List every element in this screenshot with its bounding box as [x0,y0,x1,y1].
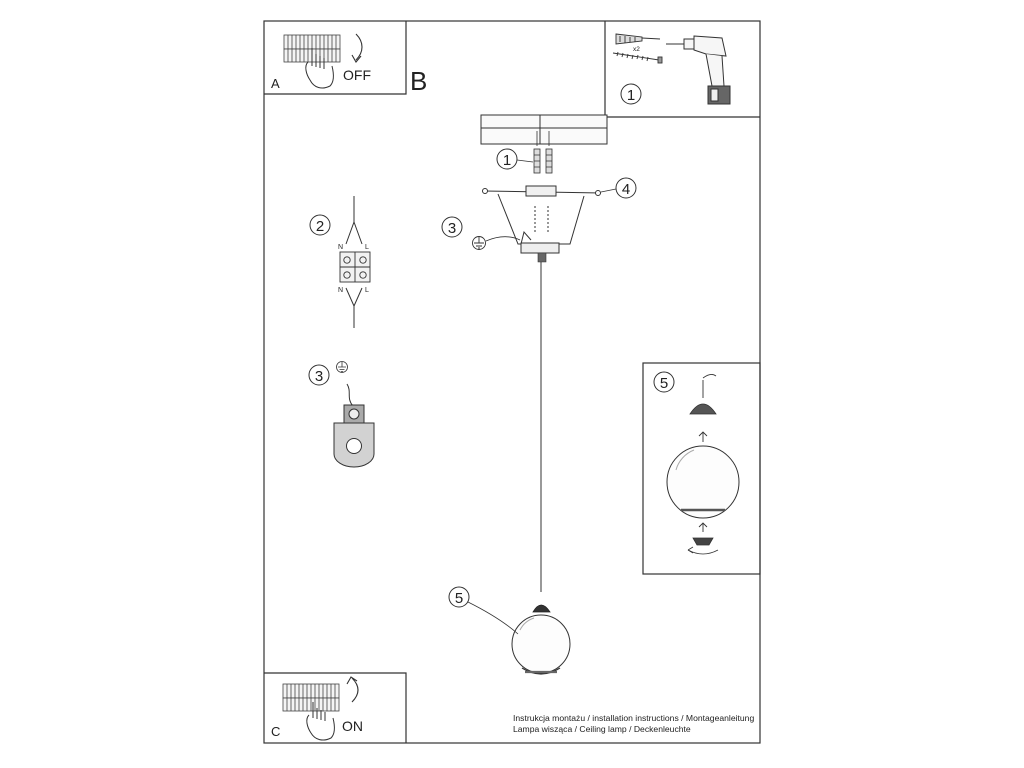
hand-on-icon [306,702,335,741]
panel-tools: x2 1 [612,33,731,105]
up-arrow-lower-icon [698,522,708,532]
cable-end-icon [702,373,717,379]
screw-icon [612,51,663,64]
detail-lampholder [689,403,717,415]
dowel-icon [615,33,661,45]
callout-ground-detail-number: 3 [315,368,323,385]
callout-ground-canopy-number: 3 [448,220,456,237]
frame-lines [263,20,761,744]
ground-symbol-small-icon [336,361,348,373]
wiring-detail: 2 N L N L [309,196,371,328]
arrow-head-up-icon [346,676,358,685]
callout-dowels: 1 [496,148,534,170]
tools-step-number: 1 [627,87,635,104]
caption-line-2: Lampa wisząca / Ceiling lamp / Deckenleu… [513,724,691,734]
fuse-box-on-icon [282,683,340,712]
panel-c-border [264,672,407,743]
callout-shade-detail-number: 5 [660,375,668,392]
wire-label-n-top: N [338,244,343,251]
panel-b-letter: B [410,66,427,96]
globe-reflection [675,449,695,471]
caption-line-1: Instrukcja montażu / installation instru… [513,713,755,723]
ceiling-bracket [482,185,602,197]
canopy [497,193,585,254]
wires-icon [345,196,363,328]
callout-screws-number: 4 [622,181,630,198]
drill-icon [666,35,731,105]
panel-a-border [264,21,407,95]
panel-a-letter: A [271,76,280,91]
wall-plugs-icon [533,131,553,174]
callout-screws: 4 [600,177,637,199]
ground-lug-icon [333,404,375,468]
terminal-block-icon [339,251,371,283]
ceiling-slab [480,114,608,145]
panel-c: C ON [271,676,363,741]
panel-a-action: OFF [343,67,371,83]
callout-shade: 5 [448,586,519,635]
switch-down-arrow-icon [355,33,363,61]
panel-shade-detail-border [642,362,761,575]
detail-glass-globe [666,445,740,519]
rotate-arrow-head-icon [687,546,694,554]
caption-block: Instrukcja montażu / installation instru… [513,713,754,735]
cable-grip [537,252,547,263]
callout-wiring-number: 2 [316,218,324,235]
switch-up-arrow-icon [351,677,359,703]
shade-detail-panel: 5 [653,371,740,555]
rotate-arrow-icon [687,549,719,555]
up-arrow-icon [698,431,708,442]
tools-step-badge [620,83,642,105]
panel-a: A OFF [271,33,371,91]
hand-icon [305,48,334,89]
arrow-head-icon [351,54,362,63]
quantity-label: x2 [633,46,640,53]
ground-terminal-detail: 3 [308,361,375,468]
panel-c-letter: C [271,724,280,739]
panel-c-action: ON [342,718,363,734]
pendant-shade [511,604,571,675]
callout-dowels-number: 1 [503,152,511,169]
wire-label-l-top: L [365,244,369,251]
wire-label-l-bottom: L [365,287,369,294]
ground-wire [346,383,354,407]
callout-ground-canopy: 3 [441,216,463,238]
detail-ring-nut [692,537,714,546]
ground-symbol-icon [472,236,521,250]
wire-label-n-bottom: N [338,287,343,294]
callout-shade-number: 5 [455,590,463,607]
